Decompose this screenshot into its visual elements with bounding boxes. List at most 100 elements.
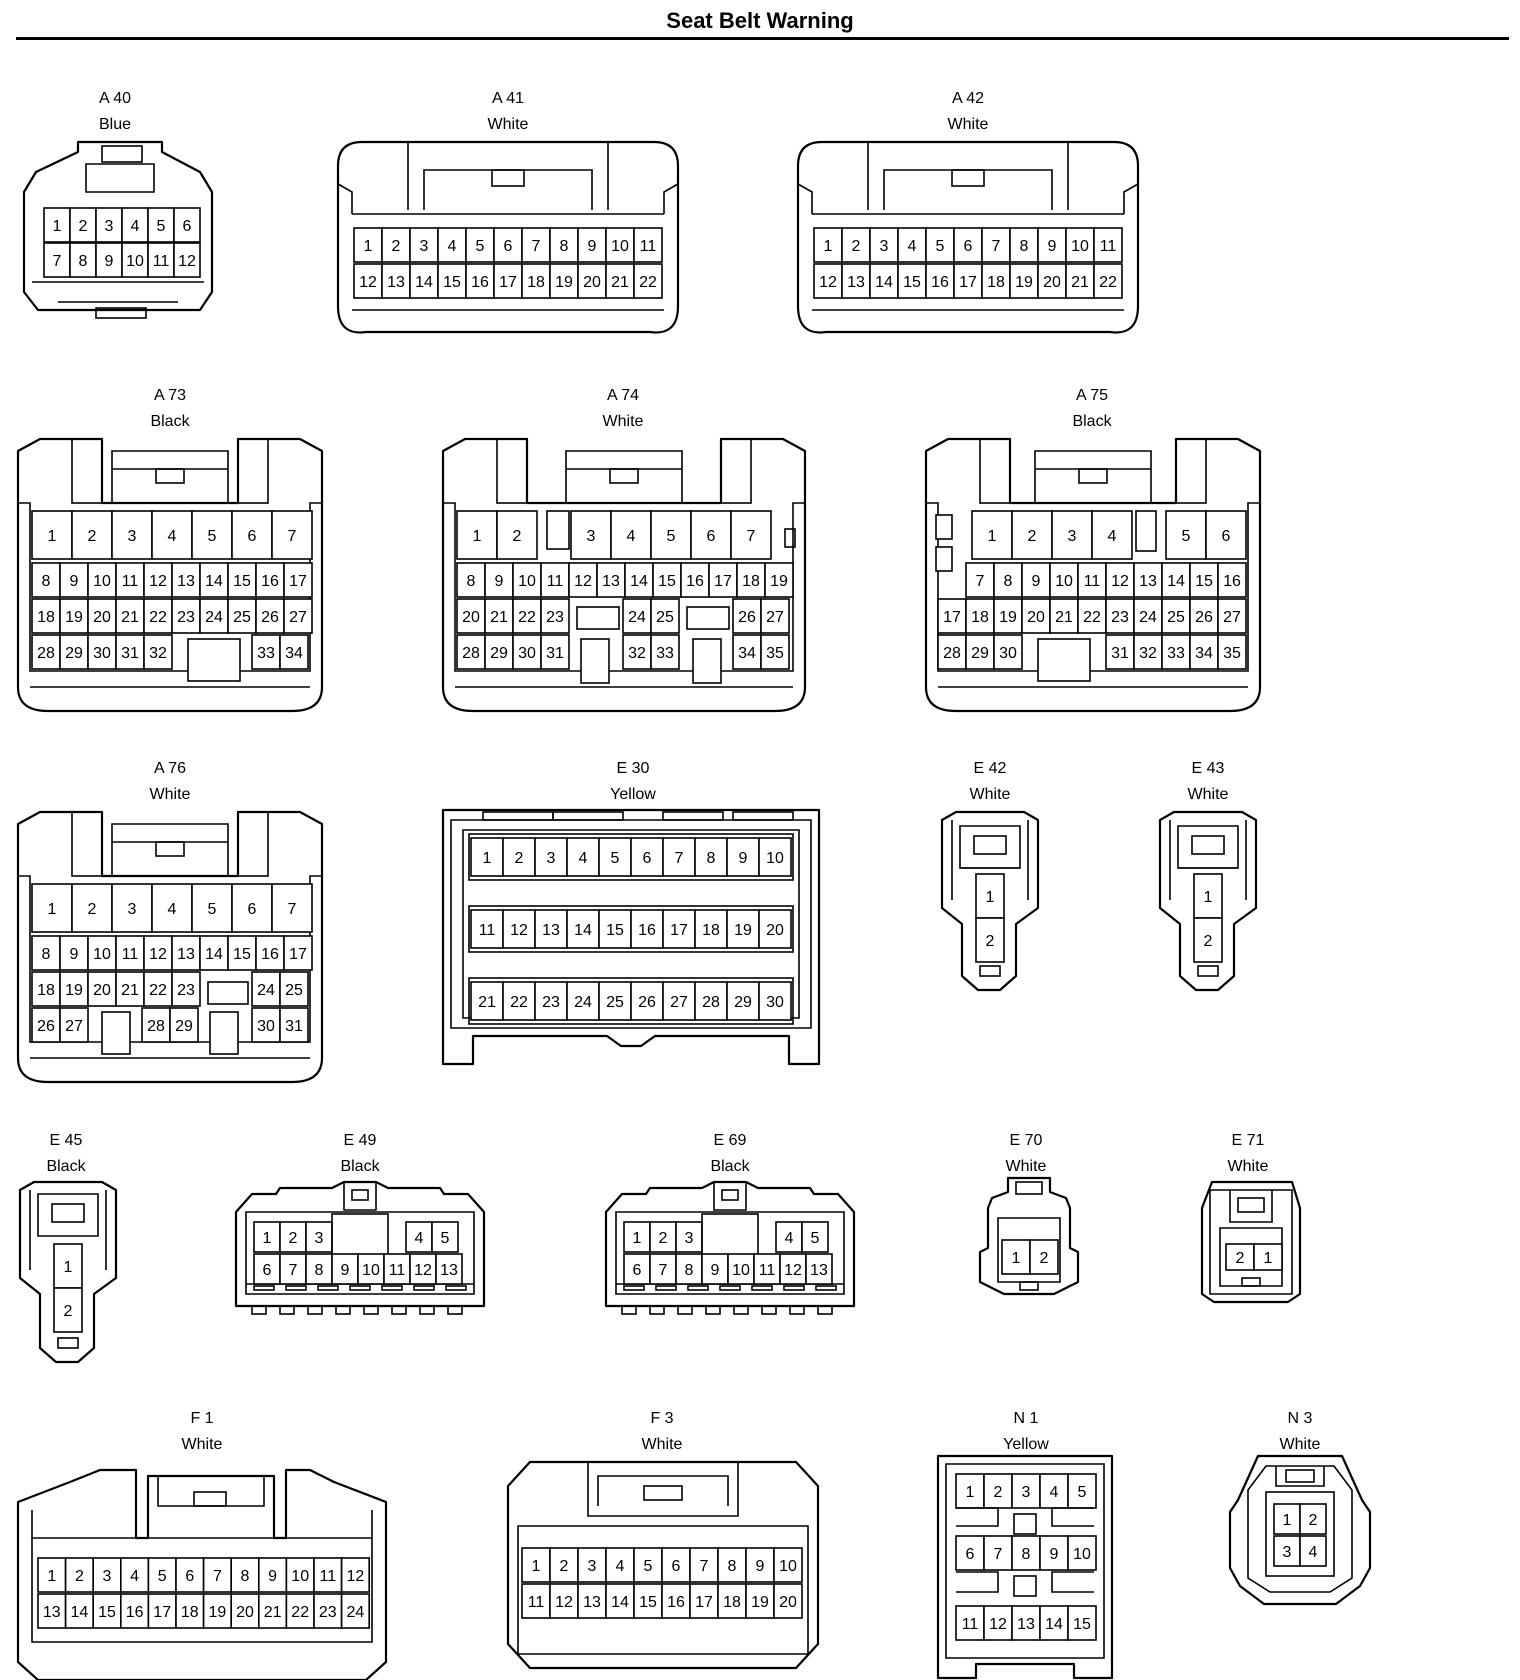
pin-number: 29 xyxy=(490,645,508,662)
pin-number: 18 xyxy=(527,274,545,291)
pin-cell xyxy=(694,909,728,949)
pin-number: 24 xyxy=(347,1604,365,1621)
pin-number: 13 xyxy=(440,1262,458,1279)
pin-cell xyxy=(730,510,772,560)
pin-number: 34 xyxy=(285,645,303,662)
pin-cell xyxy=(694,837,728,877)
latch xyxy=(1015,1181,1043,1195)
pin-cell xyxy=(1077,562,1107,598)
housing-outline xyxy=(1034,450,1152,503)
pin-number: 7 xyxy=(992,238,1001,255)
rib xyxy=(783,1285,805,1291)
tab xyxy=(95,307,147,319)
pin-number: 14 xyxy=(205,573,223,590)
pin-cell xyxy=(965,598,995,634)
housing-outline xyxy=(940,810,1040,992)
pin-number: 7 xyxy=(700,1558,709,1575)
pin-number: 3 xyxy=(685,1230,694,1247)
pin-cell xyxy=(484,598,514,634)
pin-number: 1 xyxy=(483,850,492,867)
pin-number: 15 xyxy=(1195,573,1213,590)
pin-number: 17 xyxy=(714,573,732,590)
pin-number: 29 xyxy=(175,1018,193,1035)
pin-number: 20 xyxy=(93,609,111,626)
pin-number: 7 xyxy=(532,238,541,255)
foot xyxy=(733,1305,749,1315)
foot xyxy=(279,1305,295,1315)
pin-number: 1 xyxy=(986,889,995,906)
pin-cell xyxy=(143,562,173,598)
pin-cell xyxy=(650,598,680,634)
pin-number: 11 xyxy=(153,253,170,270)
connector-color: White xyxy=(1188,786,1229,803)
housing-outline xyxy=(111,450,229,503)
pin-number: 18 xyxy=(742,573,760,590)
pin-number: 9 xyxy=(1032,573,1041,590)
pin-cell xyxy=(1217,634,1247,670)
pin-cell xyxy=(649,1221,677,1253)
tab xyxy=(1197,965,1219,977)
connector-color: White xyxy=(603,413,644,430)
pin-cell xyxy=(115,562,145,598)
housing-outline xyxy=(1169,820,1247,900)
housing-outline xyxy=(443,502,805,672)
pin-number: 1 xyxy=(53,218,62,235)
pin-number: 1 xyxy=(263,1230,272,1247)
pin-cell xyxy=(59,1007,89,1043)
pin-cell xyxy=(151,510,193,560)
pin-number: 27 xyxy=(766,609,784,626)
pin-number: 22 xyxy=(149,982,167,999)
pin-cell xyxy=(993,562,1023,598)
pin-number: 34 xyxy=(1195,645,1213,662)
pin-number: 22 xyxy=(149,609,167,626)
connector-code: A 42 xyxy=(952,90,984,107)
pin-number: 17 xyxy=(943,609,961,626)
pin-number: 28 xyxy=(37,645,55,662)
pin-cell xyxy=(305,1221,333,1253)
pin-number: 2 xyxy=(1309,1512,1318,1529)
pin-cell xyxy=(726,837,760,877)
pin-number: 5 xyxy=(158,1568,167,1585)
pin-cell xyxy=(521,227,551,263)
pin-number: 19 xyxy=(209,1604,227,1621)
housing-outline xyxy=(234,1180,486,1308)
connector-code: F 1 xyxy=(190,1410,213,1427)
pin-number: 5 xyxy=(1182,528,1191,545)
pin-number: 12 xyxy=(1111,573,1129,590)
pin-number: 23 xyxy=(1111,609,1129,626)
rib xyxy=(381,1285,403,1291)
pin-cell xyxy=(64,1593,94,1629)
housing-outline xyxy=(37,1193,99,1237)
pin-number: 26 xyxy=(37,1018,55,1035)
pin-number: 8 xyxy=(728,1558,737,1575)
pin-number: 23 xyxy=(177,982,195,999)
pin-cell xyxy=(1091,510,1133,560)
rib xyxy=(285,1285,307,1291)
rib xyxy=(317,1285,339,1291)
pin-bank xyxy=(468,977,794,1025)
pin-number: 14 xyxy=(205,946,223,963)
pin-number: 9 xyxy=(268,1568,277,1585)
pin-number: 2 xyxy=(79,218,88,235)
pin-number: 35 xyxy=(1223,645,1241,662)
pin-number: 2 xyxy=(88,528,97,545)
pin-cell xyxy=(313,1593,343,1629)
pin-number: 7 xyxy=(288,528,297,545)
housing-outline xyxy=(997,1217,1061,1283)
pin-number: 4 xyxy=(908,238,917,255)
pin-cell xyxy=(981,263,1011,299)
pin-number: 11 xyxy=(759,1262,776,1279)
pin-number: 6 xyxy=(633,1262,642,1279)
pin-number: 24 xyxy=(628,609,646,626)
pin-number: 10 xyxy=(518,573,536,590)
pin-cell xyxy=(31,634,61,670)
pin-number: 23 xyxy=(542,994,560,1011)
pin-number: 9 xyxy=(341,1262,350,1279)
housing-outline xyxy=(336,140,680,334)
pin-number: 23 xyxy=(546,609,564,626)
pin-cell xyxy=(37,1593,67,1629)
pin-cell xyxy=(340,1593,371,1629)
pin-number: 12 xyxy=(574,573,592,590)
pin-cell xyxy=(171,971,201,1007)
